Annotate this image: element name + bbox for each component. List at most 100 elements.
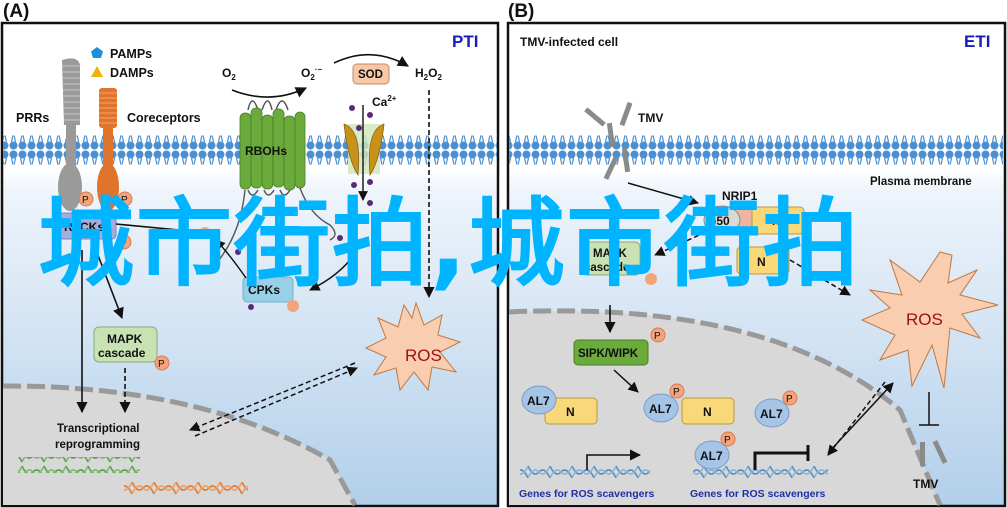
dna-blue-1 [520,462,650,478]
svg-text:P: P [121,195,128,206]
phospho-sipk: P [650,327,666,343]
p50-ellipse [703,205,741,235]
svg-text:P: P [786,394,793,405]
phospho-mapk-b [645,273,657,285]
svg-text:P: P [158,359,165,370]
genes-label-1: Genes for ROS scavengers [519,488,655,500]
rbohs [209,100,336,271]
tmv-infected-cell-label: TMV-infected cell [520,35,618,49]
mapk-box-a [93,326,158,363]
al7-1 [521,385,557,415]
ros-burst-b [860,251,999,389]
phospho-al7-4: P [720,431,736,447]
rlck-to-rboh-arrow [115,223,201,233]
al7-label-4: AL7 [700,449,723,463]
pamps-pentagon-icon [91,47,103,58]
phospho-rlck: P [116,234,132,250]
rbohs-label: RBOHs [245,144,287,158]
svg-text:P: P [82,195,89,206]
svg-text:P: P [673,387,680,398]
p50-to-mapk-arrow [654,231,707,256]
gene-activation-arrow [586,449,642,470]
svg-text:P: P [654,331,661,342]
damps-triangle-icon [91,66,103,77]
legend-damps: DAMPs [110,66,154,80]
phospho-coreceptor: P [117,191,133,207]
mapk-label-a-2: cascade [98,346,146,360]
svg-text:P: P [120,238,127,249]
tmv-virions-entering [584,101,633,180]
n-box-4 [681,397,735,425]
rlcks-box [58,212,117,240]
al7-label-2: AL7 [649,402,672,416]
legend-pamps: PAMPs [110,47,152,61]
mapk-label-b-2: cascade [584,262,629,274]
phospho-cpk [287,300,299,312]
phospho-rboh [199,227,211,239]
legend: PAMPs DAMPs [91,47,154,80]
nrip1-label: NRIP1 [722,189,758,203]
rlck-to-mapk-arrow [95,249,124,320]
genes-label-2: Genes for ROS scavengers [690,488,826,500]
ros-label-a: ROS [405,346,442,365]
eti-label: ETI [964,32,990,51]
panel-a-letter: (A) [3,1,29,22]
ros-out-arrow-a [189,362,356,432]
pti-label: PTI [452,32,478,51]
rlcks-label: RLCKs [64,220,104,234]
dna-orange [124,482,248,498]
al7-4 [694,440,730,470]
nucleus-a [3,385,355,505]
sod-box [352,63,390,85]
cpks-label: CPKs [248,283,280,297]
n-label-1: N [772,214,781,228]
phospho-al7-2: P [669,383,685,399]
transcriptional-label: Transcriptional [57,423,139,435]
ros-burst-a [364,301,462,392]
tmv-label-top: TMV [638,111,663,125]
o2-label: O2 [222,66,236,82]
phospho-al7-3: P [782,390,798,406]
al7-label-3: AL7 [760,407,783,421]
coreceptors-label: Coreceptors [127,111,201,125]
phospho-mapk-a: P [154,355,170,371]
tmv-virions-inhibited [920,440,948,466]
reprogramming-label: reprogramming [55,439,140,451]
n-label-3: N [566,405,575,419]
plasma-membrane-b [509,135,1003,165]
h2o2-label: H2O2 [415,66,442,82]
al7-2 [643,393,679,423]
tmv-label-bottom: TMV [913,477,938,491]
phospho-prr: P [78,191,94,207]
prrs-label: PRRs [16,111,49,125]
mapk-label-a-1: MAPK [107,332,143,346]
n-box-2 [736,246,790,275]
panel-b-letter: (B) [508,1,534,22]
al7-label-1: AL7 [527,394,550,408]
al7-3 [754,398,790,428]
n-label-4: N [703,405,712,419]
sipk-wipk-box [573,339,649,366]
sod-arrow [333,53,409,67]
gene-repression-bar [753,451,808,470]
tmv-to-p50-arrow [627,182,700,206]
svg-text:P: P [724,435,731,446]
ros-in-arrow-a [194,366,358,437]
n-box-1 [751,206,805,235]
mapk-box-b [581,241,641,276]
superoxide-label: O2·− [301,65,322,82]
dna-blue-2 [693,462,828,478]
nuclear-envelope-a [2,383,358,507]
cpk-to-rboh-arrow [215,239,247,279]
n-label-2: N [757,255,766,269]
ros-out-arrow-b [827,382,894,454]
ros-label-b: ROS [906,310,943,329]
o2-to-superoxide-arrow [231,87,308,98]
prr-receptor [58,58,82,211]
coreceptor [97,88,119,211]
calcium-label: Ca2+ [372,94,397,109]
ca-to-cpk-arrow [309,239,363,291]
sipk-to-al7-arrow [613,369,639,393]
mapk-label-b-1: MAPK [593,248,628,260]
